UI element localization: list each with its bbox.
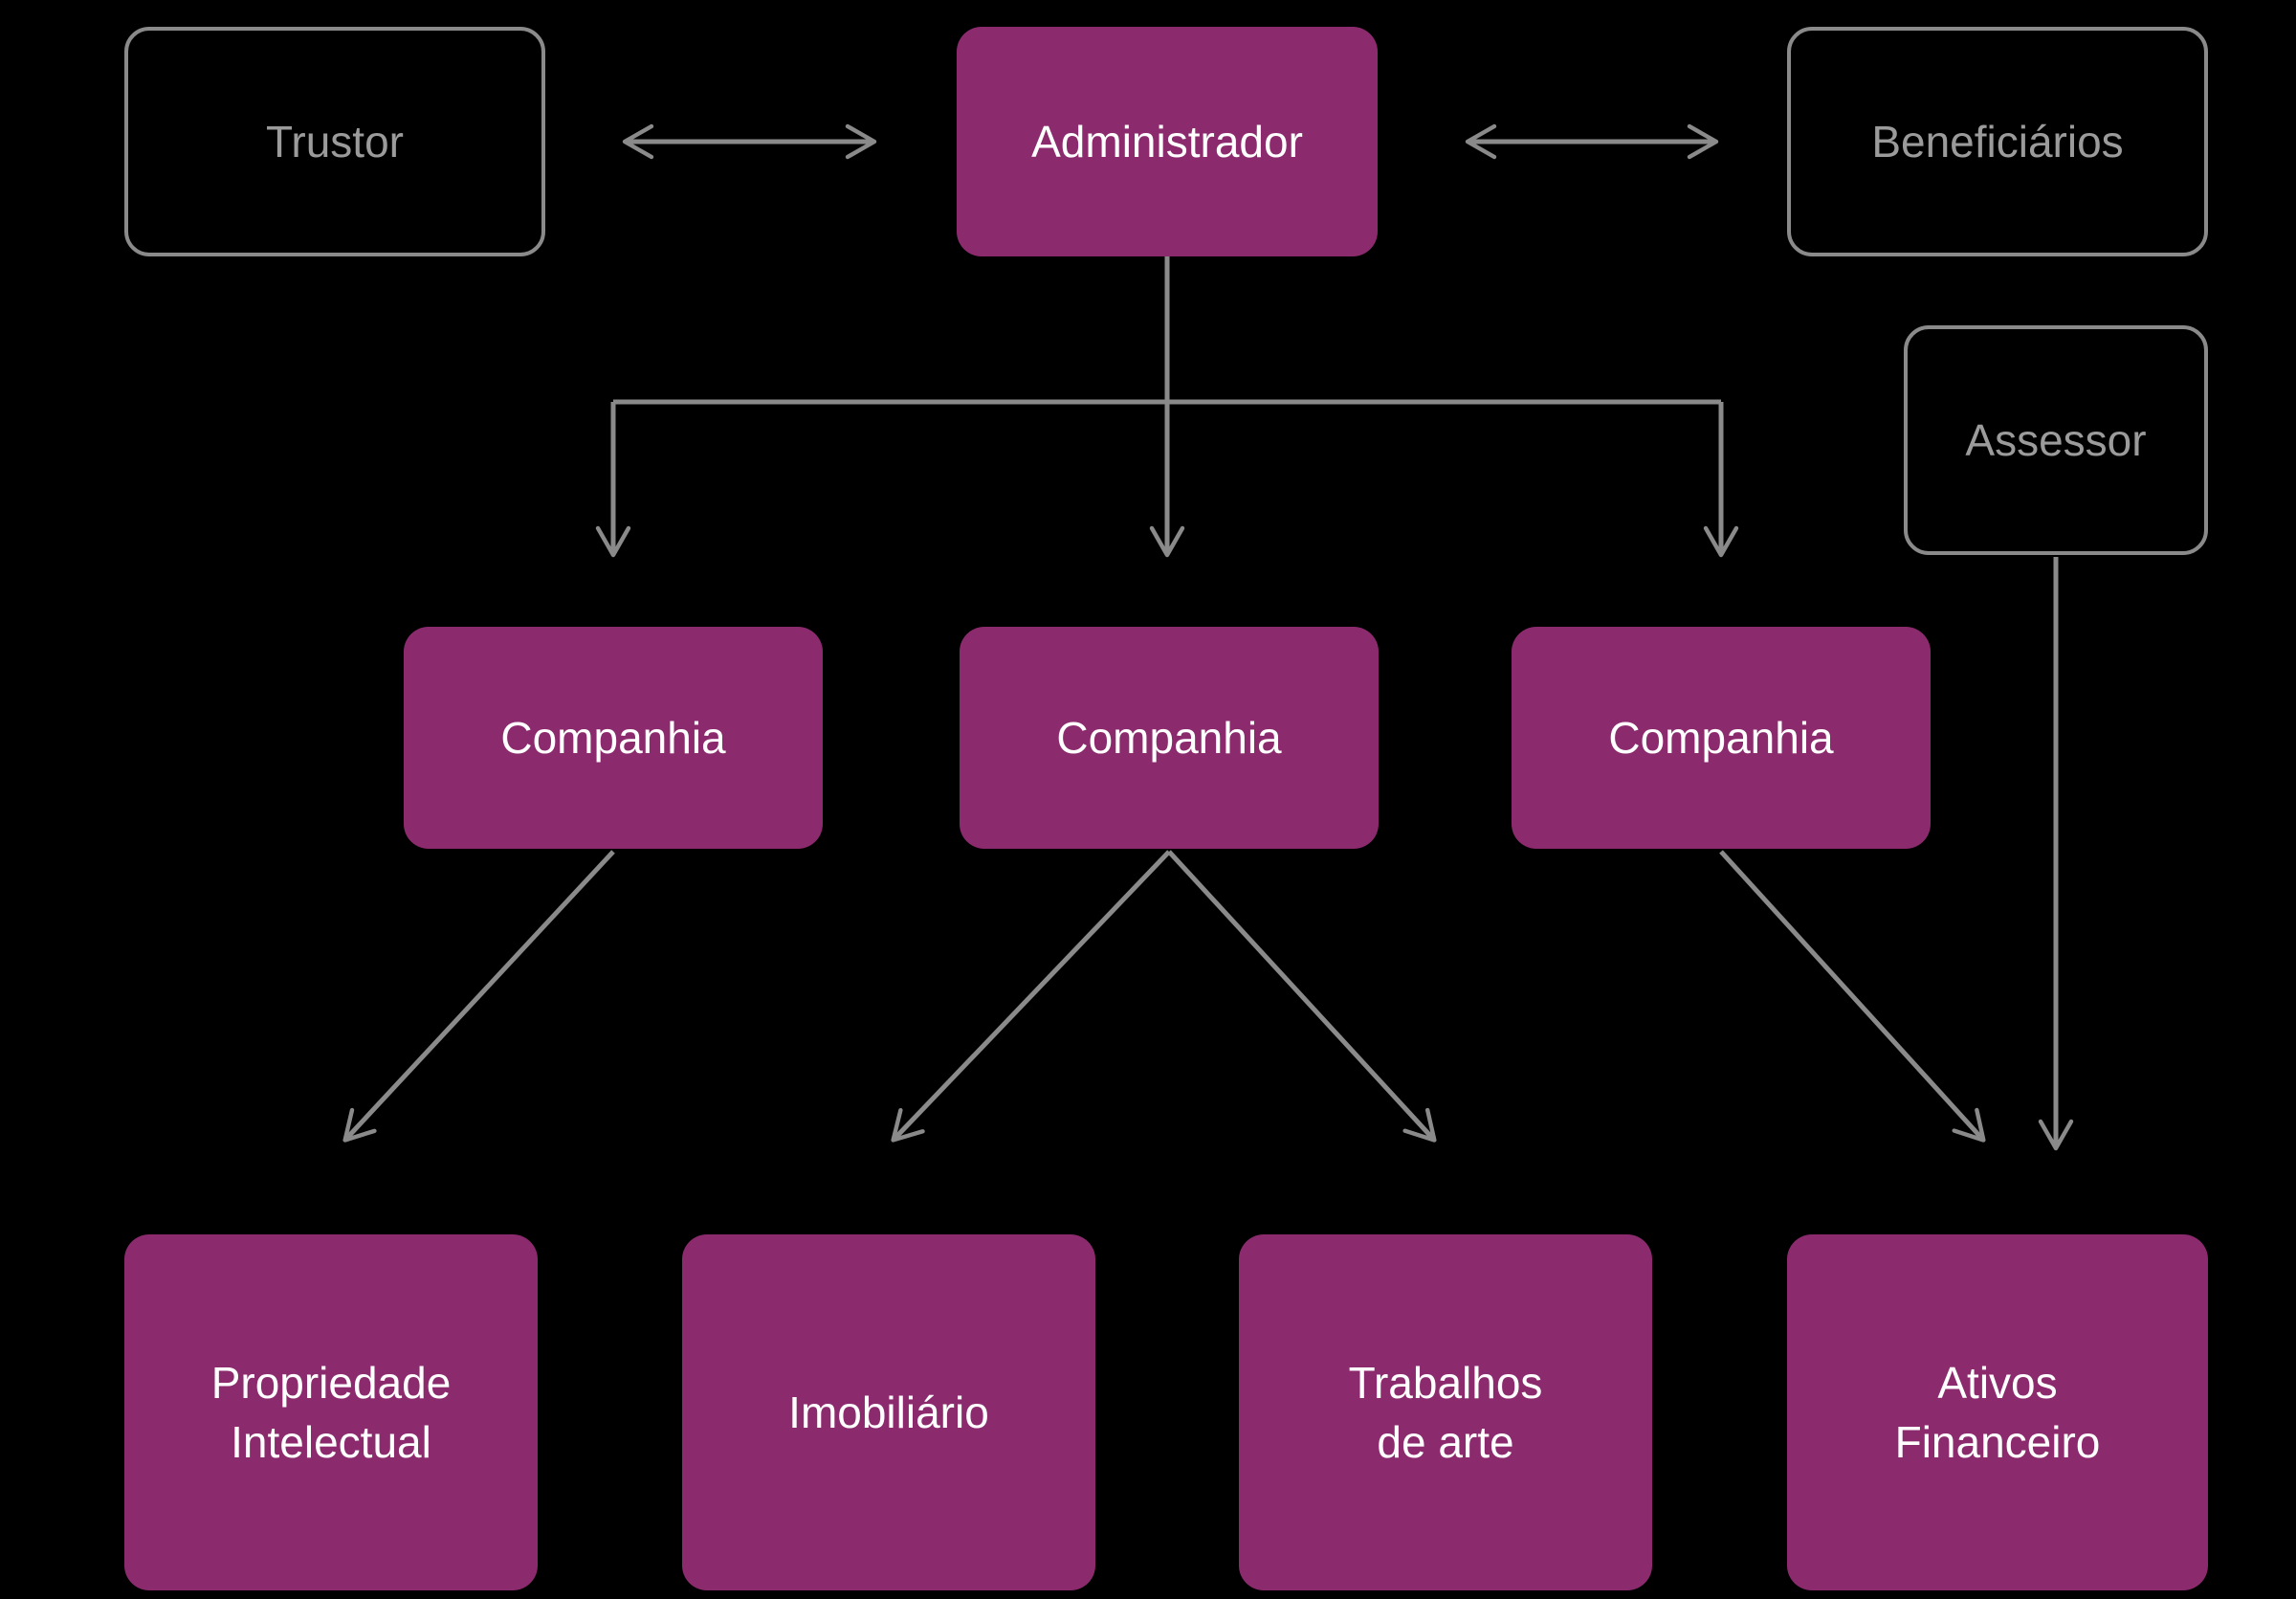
- edge-companhia2-imobiliario: [891, 850, 1171, 1143]
- node-propriedade-intelectual: Propriedade Intelectual: [124, 1234, 538, 1590]
- node-administrador: Administrador: [957, 27, 1378, 256]
- node-companhia-2: Companhia: [960, 627, 1379, 849]
- node-assessor: Assessor: [1904, 325, 2208, 555]
- node-companhia-3: Companhia: [1512, 627, 1931, 849]
- node-imobiliario: Imobiliário: [682, 1234, 1095, 1590]
- edge-companhia2-trabalhos: [1167, 850, 1437, 1143]
- node-trabalhos-de-arte: Trabalhos de arte: [1239, 1234, 1652, 1590]
- node-companhia-1: Companhia: [404, 627, 823, 849]
- edge-companhia1-propriedade: [342, 850, 615, 1143]
- node-ativos-financeiro: Ativos Financeiro: [1787, 1234, 2208, 1590]
- node-beneficiarios: Beneficiários: [1787, 27, 2208, 256]
- node-trustor: Trustor: [124, 27, 545, 256]
- edge-companhia3-ativos: [1719, 850, 1986, 1143]
